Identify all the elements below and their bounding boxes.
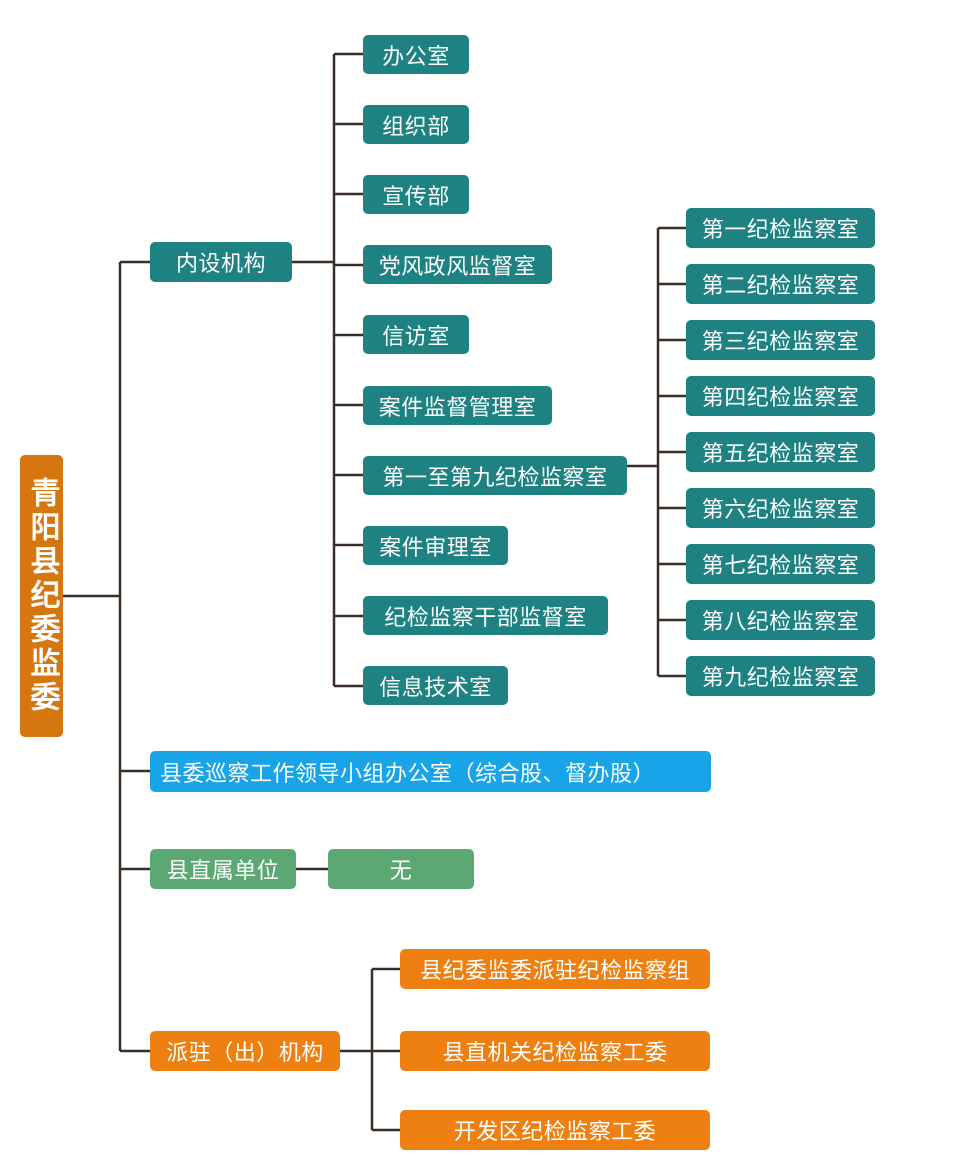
room-9-node: 第九纪检监察室 xyxy=(686,656,875,696)
room-8-label: 第八纪检监察室 xyxy=(701,610,860,635)
publicity-dept-node: 宣传部 xyxy=(363,175,469,214)
organs-work-committee-label: 县直机关纪检监察工委 xyxy=(442,1041,668,1066)
cadre-supervision-label: 纪检监察干部监督室 xyxy=(384,605,587,631)
info-tech-label: 信息技术室 xyxy=(379,675,492,701)
root-node: 青阳县纪委监委 xyxy=(20,455,63,737)
inspection-office-label: 县委巡察工作领导小组办公室（综合股、督办股） xyxy=(160,761,656,787)
direct-units-none-node: 无 xyxy=(328,849,474,889)
dev-zone-work-committee-label: 开发区纪检监察工委 xyxy=(453,1120,657,1145)
room-6-node: 第六纪检监察室 xyxy=(686,488,875,528)
room-3-label: 第三纪检监察室 xyxy=(701,330,860,355)
room-7-node: 第七纪检监察室 xyxy=(686,544,875,584)
cadre-supervision-node: 纪检监察干部监督室 xyxy=(363,596,608,635)
dispatched-group-node: 县纪委监委派驻纪检监察组 xyxy=(400,949,710,989)
office-label: 办公室 xyxy=(382,44,450,70)
case-trial-label: 案件审理室 xyxy=(379,535,492,561)
room-3-node: 第三纪检监察室 xyxy=(686,320,875,360)
organs-work-committee-node: 县直机关纪检监察工委 xyxy=(400,1031,710,1071)
office-node: 办公室 xyxy=(363,35,469,74)
petition-office-label: 信访室 xyxy=(382,324,450,350)
room-5-node: 第五纪检监察室 xyxy=(686,432,875,472)
inspection-rooms-label: 第一至第九纪检监察室 xyxy=(382,465,608,491)
room-9-label: 第九纪检监察室 xyxy=(701,666,860,691)
organization-dept-label: 组织部 xyxy=(382,114,450,140)
room-2-node: 第二纪检监察室 xyxy=(686,264,875,304)
room-4-label: 第四纪检监察室 xyxy=(701,386,860,411)
dispatched-institutions-label: 派驻（出）机构 xyxy=(166,1041,324,1066)
conduct-supervision-node: 党风政风监督室 xyxy=(363,245,552,284)
conduct-supervision-label: 党风政风监督室 xyxy=(378,254,537,280)
organization-dept-node: 组织部 xyxy=(363,105,469,144)
room-8-node: 第八纪检监察室 xyxy=(686,600,875,640)
case-supervision-label: 案件监督管理室 xyxy=(378,395,537,421)
direct-units-label: 县直属单位 xyxy=(166,859,280,884)
room-1-label: 第一纪检监察室 xyxy=(701,218,860,243)
internal-institutions-label: 内设机构 xyxy=(175,252,266,277)
inspection-rooms-node: 第一至第九纪检监察室 xyxy=(363,456,627,495)
room-4-node: 第四纪检监察室 xyxy=(686,376,875,416)
info-tech-node: 信息技术室 xyxy=(363,666,508,705)
dispatched-institutions-node: 派驻（出）机构 xyxy=(150,1031,340,1071)
direct-units-node: 县直属单位 xyxy=(150,849,296,889)
publicity-dept-label: 宣传部 xyxy=(382,184,450,210)
root-label: 青阳县纪委监委 xyxy=(24,477,60,715)
petition-office-node: 信访室 xyxy=(363,315,469,354)
inspection-office-node: 县委巡察工作领导小组办公室（综合股、督办股） xyxy=(150,751,711,792)
internal-institutions-node: 内设机构 xyxy=(150,242,292,282)
room-1-node: 第一纪检监察室 xyxy=(686,208,875,248)
room-2-label: 第二纪检监察室 xyxy=(701,274,860,299)
case-trial-node: 案件审理室 xyxy=(363,526,508,565)
room-6-label: 第六纪检监察室 xyxy=(701,498,860,523)
dev-zone-work-committee-node: 开发区纪检监察工委 xyxy=(400,1110,710,1150)
case-supervision-node: 案件监督管理室 xyxy=(363,386,552,425)
direct-units-none-label: 无 xyxy=(389,859,413,884)
room-7-label: 第七纪检监察室 xyxy=(701,554,860,579)
dispatched-group-label: 县纪委监委派驻纪检监察组 xyxy=(419,959,690,984)
room-5-label: 第五纪检监察室 xyxy=(701,442,860,467)
